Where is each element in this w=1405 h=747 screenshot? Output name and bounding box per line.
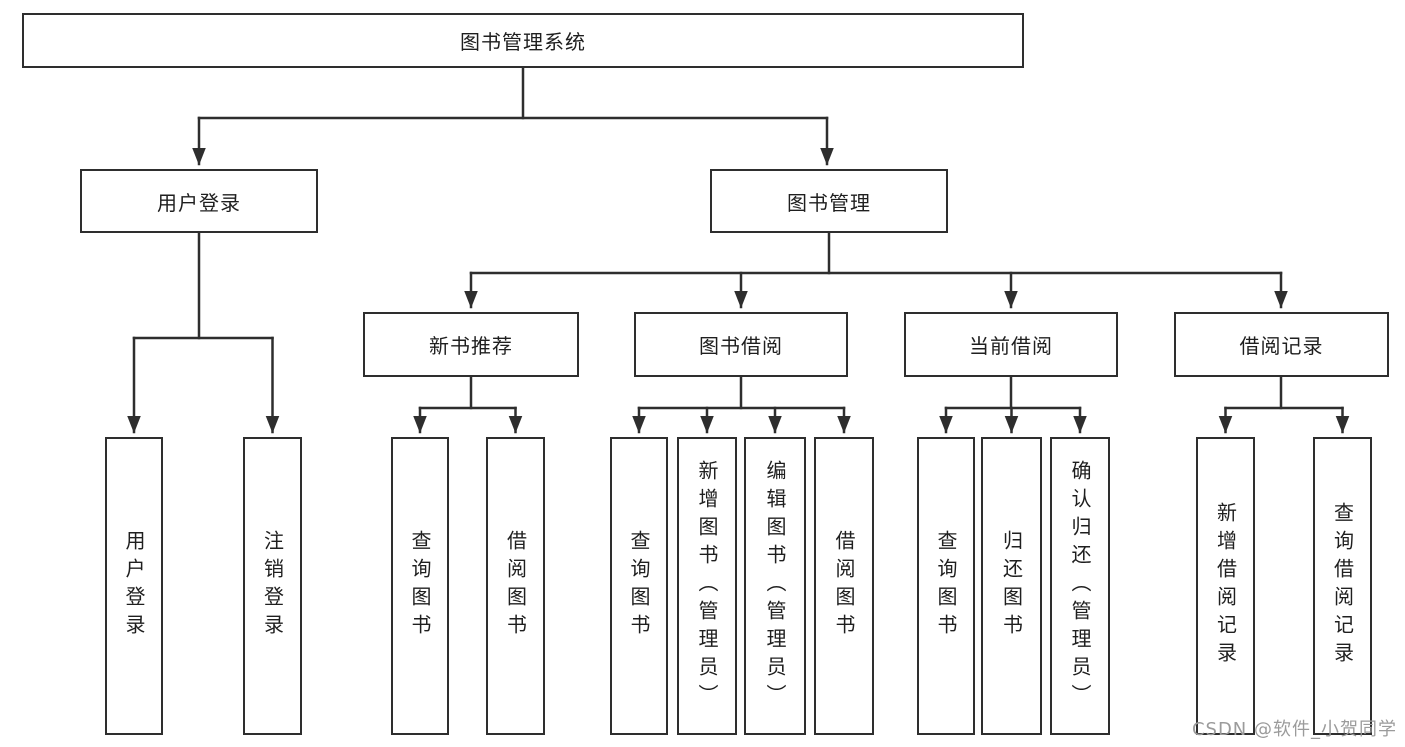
- node-new-book-recommend: 新书推荐: [363, 312, 579, 377]
- node-root-library-management-system: 图书管理系统: [22, 13, 1024, 68]
- leaf-user-login: 用户登录: [105, 437, 163, 735]
- node-book-borrowing: 图书借阅: [634, 312, 848, 377]
- leaf-current-confirm-return-admin: 确认归还（管理员）: [1050, 437, 1110, 735]
- node-borrowing-records: 借阅记录: [1174, 312, 1389, 377]
- node-current-borrowing: 当前借阅: [904, 312, 1118, 377]
- csdn-watermark: CSDN @软件_小贺同学: [1191, 719, 1397, 740]
- leaf-recommend-borrow-books: 借阅图书: [486, 437, 545, 735]
- node-book-management: 图书管理: [710, 169, 948, 233]
- leaf-current-return-books: 归还图书: [981, 437, 1042, 735]
- leaf-borrowing-borrow-books: 借阅图书: [814, 437, 874, 735]
- leaf-records-add-borrow-record: 新增借阅记录: [1196, 437, 1255, 735]
- leaf-current-query-books: 查询图书: [917, 437, 975, 735]
- node-user-login: 用户登录: [80, 169, 318, 233]
- leaf-borrowing-add-books-admin: 新增图书（管理员）: [677, 437, 737, 735]
- leaf-records-query-borrow-record: 查询借阅记录: [1313, 437, 1372, 735]
- leaf-logout: 注销登录: [243, 437, 302, 735]
- leaf-recommend-query-books: 查询图书: [391, 437, 449, 735]
- leaf-borrowing-query-books: 查询图书: [610, 437, 668, 735]
- leaf-borrowing-edit-books-admin: 编辑图书（管理员）: [744, 437, 806, 735]
